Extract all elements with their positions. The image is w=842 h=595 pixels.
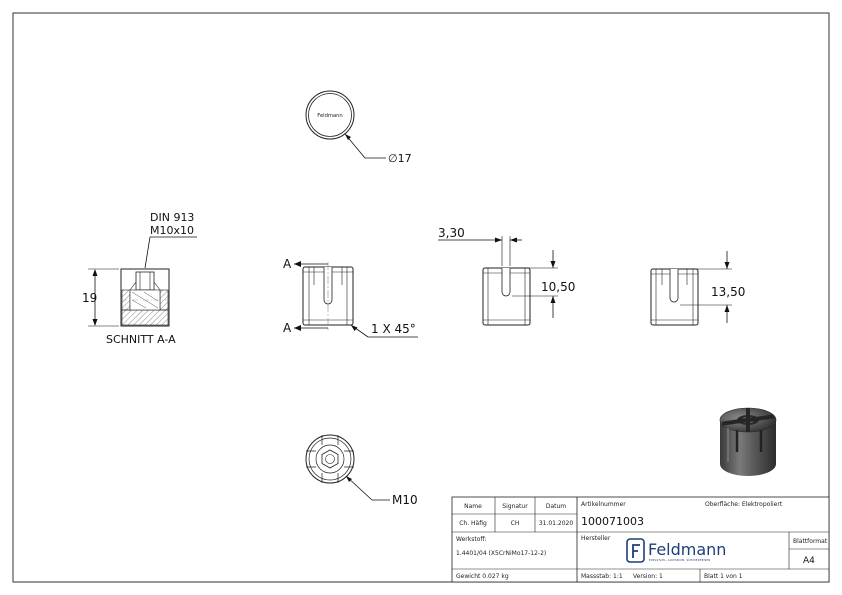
section-title: SCHNITT A-A xyxy=(106,333,176,346)
top-view: Feldmann ∅17 xyxy=(305,90,412,165)
sheet-border xyxy=(12,12,830,583)
logo-text: Feldmann xyxy=(648,540,726,559)
scale-text: Massstab: 1:1 xyxy=(581,573,623,580)
diameter-label: ∅17 xyxy=(388,152,412,165)
signature-header: Signatur xyxy=(502,503,528,510)
signature-value: CH xyxy=(511,520,520,527)
bottom-view: M10 xyxy=(305,434,418,507)
date-header: Datum xyxy=(546,503,566,510)
slot-depth2-label: 13,50 xyxy=(711,285,745,299)
section-view: DIN 913 M10x10 19 SCHNITT A-A xyxy=(82,211,197,346)
front-view: A A 1 X 45° xyxy=(283,257,418,338)
side-view-2: 13,50 xyxy=(650,251,745,326)
name-header: Name xyxy=(464,503,482,510)
section-marker-bottom: A xyxy=(283,321,292,335)
title-block: Name Signatur Datum Ch. Häfig CH 31.01.2… xyxy=(451,496,830,583)
weight-text: Gewicht 0.027 kg xyxy=(456,573,509,580)
material-value: 1.4401/04 (X5CrNiMo17-12-2) xyxy=(456,550,546,557)
date-value: 31.01.2020 xyxy=(539,520,574,527)
manufacturer-header: Hersteller xyxy=(581,535,611,542)
surface-text: Oberfläche: Elektropoliert xyxy=(705,501,783,508)
version-text: Version: 1 xyxy=(633,573,663,580)
material-header: Werkstoff: xyxy=(456,536,487,543)
thread-label: M10 xyxy=(392,493,418,507)
article-number: 100071003 xyxy=(581,515,644,528)
name-value: Ch. Häfig xyxy=(459,520,487,527)
slot-width-label: 3,30 xyxy=(438,226,465,240)
logo-tagline: EDELSTAHL, ALUMINIUM, SCHMIEDEEISEN xyxy=(649,558,710,562)
render-3d-image xyxy=(719,407,777,476)
chamfer-label: 1 X 45° xyxy=(371,322,416,336)
section-marker-top: A xyxy=(283,257,292,271)
company-logo: Feldmann EDELSTAHL, ALUMINIUM, SCHMIEDEE… xyxy=(626,538,726,563)
sheet-text: Blatt 1 von 1 xyxy=(704,573,743,580)
din-label: DIN 913 xyxy=(150,211,194,224)
format-header: Blattformat xyxy=(793,538,828,545)
format-value: A4 xyxy=(803,556,815,566)
side-view-1: 3,30 10,50 xyxy=(438,226,575,326)
screw-label: M10x10 xyxy=(150,224,194,237)
height-label: 19 xyxy=(82,291,97,305)
top-view-tiny-label: Feldmann xyxy=(317,113,342,119)
article-header: Artikelnummer xyxy=(581,501,626,508)
slot-depth-label: 10,50 xyxy=(541,280,575,294)
